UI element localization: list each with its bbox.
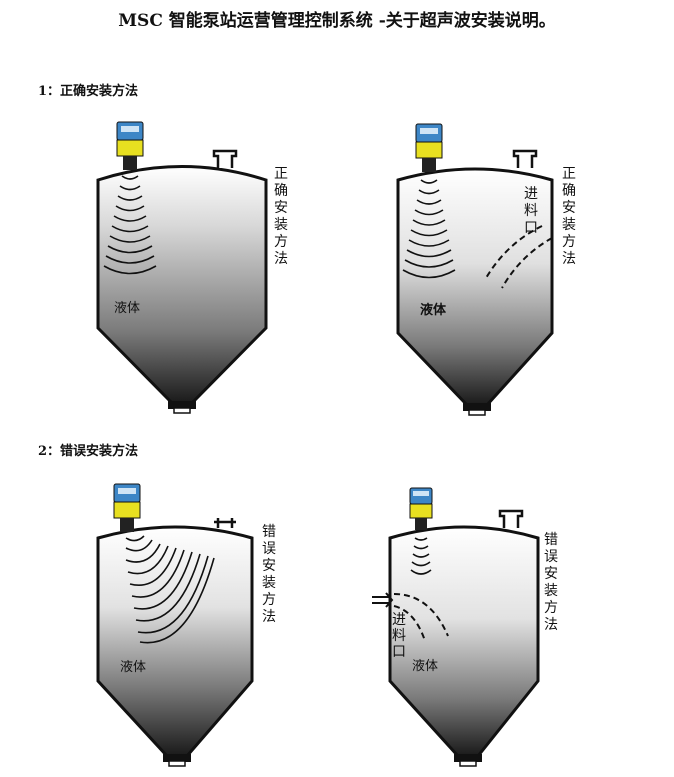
sound-waves xyxy=(402,179,456,279)
sound-waves xyxy=(103,175,157,275)
svg-text:进: 进 xyxy=(524,186,538,202)
inflow-arrow xyxy=(372,592,394,608)
svg-text:料: 料 xyxy=(524,203,538,219)
svg-text:误: 误 xyxy=(544,549,558,565)
ultrasonic-sensor xyxy=(415,123,443,172)
svg-text:方: 方 xyxy=(262,592,276,608)
svg-text:方: 方 xyxy=(274,234,288,250)
svg-text:装: 装 xyxy=(562,217,576,233)
svg-text:法: 法 xyxy=(274,251,288,267)
svg-text:错: 错 xyxy=(544,532,558,548)
sound-waves xyxy=(410,537,432,575)
liquid-label: 液体 xyxy=(420,302,447,318)
inflow-lines xyxy=(393,593,449,642)
tank-outline xyxy=(96,165,268,414)
nozzle xyxy=(498,509,524,528)
tank-outline xyxy=(396,167,554,416)
side-label: 正 确 安 装 方 法 xyxy=(562,166,576,267)
nozzle xyxy=(512,149,538,168)
diagram-correct-offset: 进 料 口 液体 正 确 安 装 方 法 xyxy=(392,118,592,418)
svg-text:口: 口 xyxy=(392,644,406,660)
inlet-label: 进 料 口 xyxy=(524,186,538,236)
section-heading-correct: 1：正确安装方法 xyxy=(38,84,139,99)
side-label: 错 误 安 装 方 法 xyxy=(262,524,276,625)
inflow-lines xyxy=(485,225,553,289)
svg-text:确: 确 xyxy=(562,183,576,199)
tank-outline xyxy=(388,525,540,767)
svg-text:进: 进 xyxy=(392,612,406,628)
diagram-wrong-inflow: 进 料 口 液体 错 误 安 装 方 法 xyxy=(370,476,580,776)
svg-text:安: 安 xyxy=(262,558,276,574)
side-label: 错 误 安 装 方 法 xyxy=(544,532,558,633)
nozzle xyxy=(214,518,236,528)
svg-text:方: 方 xyxy=(544,600,558,616)
svg-text:装: 装 xyxy=(262,575,276,591)
inlet-label: 进 料 口 xyxy=(392,612,406,660)
svg-text:错: 错 xyxy=(262,524,276,540)
diagram-wrong-tilted: 液体 错 误 安 装 方 法 xyxy=(92,476,292,776)
svg-text:安: 安 xyxy=(544,566,558,582)
ultrasonic-sensor xyxy=(409,487,433,530)
liquid-label: 液体 xyxy=(120,660,146,675)
svg-text:安: 安 xyxy=(562,200,576,216)
nozzle xyxy=(212,149,238,168)
svg-text:法: 法 xyxy=(562,251,576,267)
svg-text:安: 安 xyxy=(274,200,288,216)
svg-text:料: 料 xyxy=(392,628,406,644)
section-heading-wrong: 2：错误安装方法 xyxy=(38,444,139,459)
diagram-correct-center: 液体 正 确 安 装 方 法 xyxy=(92,118,292,418)
svg-text:装: 装 xyxy=(274,217,288,233)
liquid-label: 液体 xyxy=(412,659,438,674)
svg-text:误: 误 xyxy=(262,541,276,557)
svg-text:方: 方 xyxy=(562,234,576,250)
svg-text:正: 正 xyxy=(274,166,288,182)
sound-waves xyxy=(125,535,215,644)
svg-text:法: 法 xyxy=(262,609,276,625)
side-label: 正 确 安 装 方 法 xyxy=(274,166,288,267)
svg-text:装: 装 xyxy=(544,583,558,599)
tank-outline xyxy=(96,525,254,767)
svg-text:确: 确 xyxy=(274,183,288,199)
svg-text:口: 口 xyxy=(524,220,538,236)
svg-text:正: 正 xyxy=(562,166,576,182)
page-title: MSC 智能泵站运营管理控制系统 -关于超声波安装说明。 xyxy=(118,11,556,31)
liquid-label: 液体 xyxy=(114,301,140,316)
svg-text:法: 法 xyxy=(544,617,558,633)
ultrasonic-sensor xyxy=(113,483,141,532)
ultrasonic-sensor xyxy=(116,121,144,170)
